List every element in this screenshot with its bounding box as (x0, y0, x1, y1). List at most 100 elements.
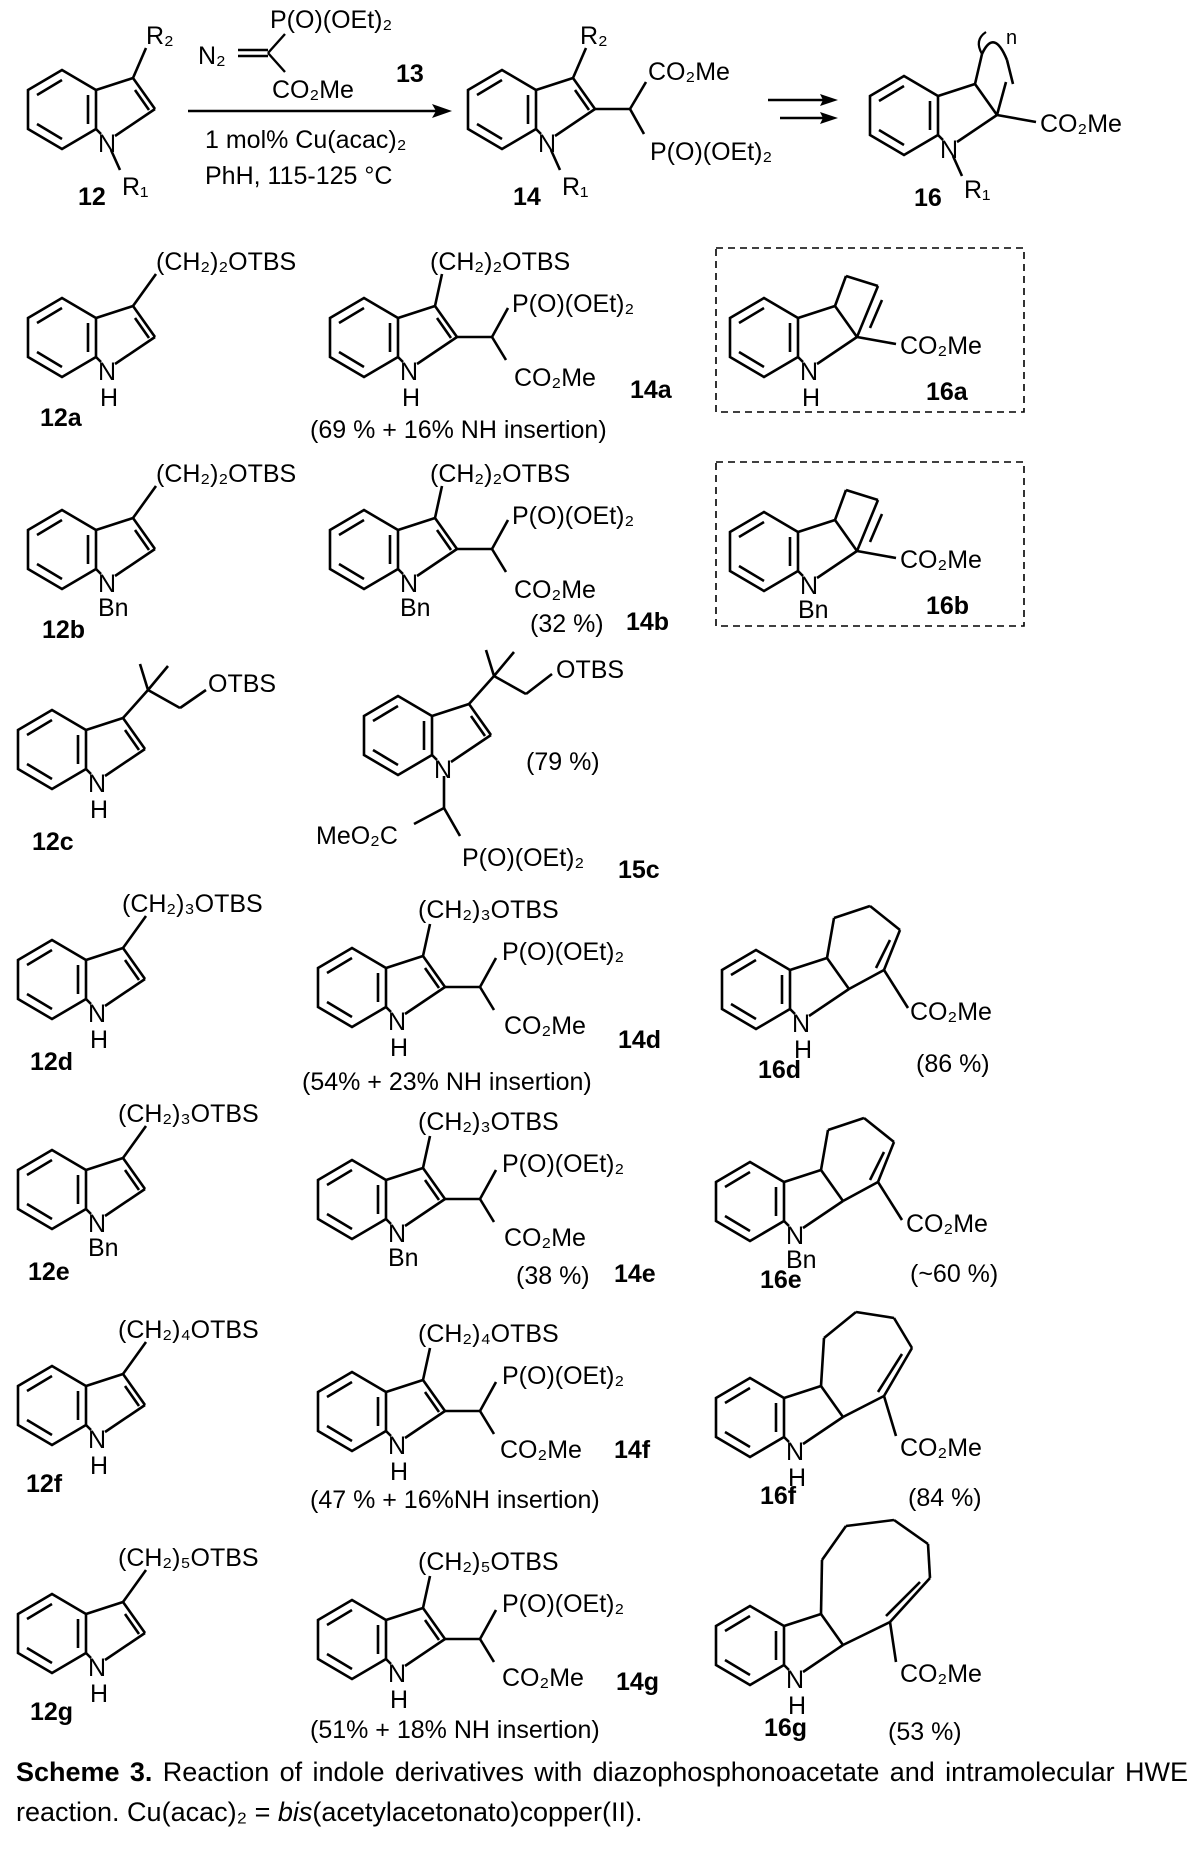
compound-14g: (CH₂)₅OTBS P(O)(OEt)₂ CO₂Me N H 14g (51%… (310, 1548, 659, 1744)
compound-number: 12g (30, 1698, 73, 1726)
compound-12f: (CH₂)₄OTBS N H 12f (16, 1316, 259, 1498)
phosphonate-label: P(O)(OEt)₂ (512, 502, 634, 530)
n-substituent: Bn (798, 596, 829, 624)
ester-label: CO₂Me (900, 546, 982, 574)
atom-n: N (88, 1000, 106, 1028)
compound-number: 14d (618, 1026, 661, 1054)
n-substituent: H (90, 1680, 108, 1708)
n-substituent: Bn (388, 1244, 419, 1272)
caption-label: Scheme 3. (16, 1757, 153, 1787)
compound-number: 16d (758, 1056, 801, 1084)
ester-label: CO₂Me (910, 998, 992, 1026)
compound-14d: (CH₂)₃OTBS P(O)(OEt)₂ CO₂Me N H 14d (54%… (302, 896, 661, 1096)
n-substituent: H (90, 1026, 108, 1054)
compound-number: 12d (30, 1048, 73, 1076)
compound-16a-box: N H CO₂Me 16a (715, 247, 1025, 413)
otbs-label: OTBS (556, 656, 624, 684)
compound-number: 16f (760, 1482, 797, 1510)
ester-label: MeO₂C (316, 822, 398, 850)
compound-12b: (CH₂)₂OTBS N Bn 12b (26, 460, 296, 644)
n-substituent: H (90, 796, 108, 824)
reaction-arrow-1 (188, 104, 452, 118)
condition-catalyst: 1 mol% Cu(acac)₂ (205, 126, 406, 154)
compound-number: 12a (40, 404, 83, 432)
compound-number: 16b (926, 592, 969, 620)
compound-number: 12b (42, 616, 85, 644)
compound-12d: (CH₂)₃OTBS N H 12d (16, 890, 263, 1076)
n-substituent: H (788, 1692, 806, 1720)
atom-n: N (792, 1010, 810, 1038)
phosphonate-label: P(O)(OEt)₂ (502, 1590, 624, 1618)
atom-n: N (88, 1426, 106, 1454)
compound-12a: (CH₂)₂OTBS N H 12a (26, 248, 296, 432)
compound-16d: N H CO₂Me 16d (86 %) (720, 904, 992, 1084)
phosphonate-label: P(O)(OEt)₂ (502, 1150, 624, 1178)
compound-16: N n CO₂Me R₁ 16 (868, 27, 1122, 212)
atom-n: N (800, 358, 818, 386)
reaction-arrow-2 (768, 94, 838, 124)
atom-n: N (98, 570, 116, 598)
compound-number: 12e (28, 1258, 70, 1286)
n-substituent: H (390, 1686, 408, 1714)
side-chain-label: (CH₂)₃OTBS (118, 1100, 259, 1128)
ester-label: CO₂Me (1040, 110, 1122, 138)
r1-label: R₁ (964, 176, 991, 204)
yield-label: (84 %) (908, 1484, 982, 1512)
compound-number: 12 (78, 183, 106, 211)
scheme-caption: Scheme 3. Reaction of indole derivatives… (16, 1752, 1188, 1832)
yield-label: (53 %) (888, 1718, 962, 1746)
r1-label: R₁ (562, 173, 589, 201)
atom-n: N (88, 1654, 106, 1682)
ring-size-label: n (1006, 27, 1017, 49)
yield-label: (86 %) (916, 1050, 990, 1078)
atom-n: N (400, 358, 418, 386)
compound-15c: OTBS N (79 %) MeO₂C P(O)(OEt)₂ 15c (316, 649, 660, 884)
side-chain-label: (CH₂)₅OTBS (418, 1548, 559, 1576)
n-substituent: H (794, 1036, 812, 1064)
compound-14b: (CH₂)₂OTBS P(O)(OEt)₂ CO₂Me N Bn (32 %) … (328, 460, 669, 638)
caption-text: Reaction of indole derivatives with diaz… (16, 1757, 1189, 1827)
phosphonate-label: P(O)(OEt)₂ (512, 290, 634, 318)
yield-label: (~60 %) (910, 1260, 998, 1288)
compound-14f: (CH₂)₄OTBS P(O)(OEt)₂ CO₂Me N H 14f (47 … (310, 1320, 651, 1514)
yield-label: (32 %) (530, 610, 604, 638)
atom-n: N (88, 1210, 106, 1238)
compound-number: 14g (616, 1668, 659, 1696)
side-chain-label: (CH₂)₃OTBS (122, 890, 263, 918)
phosphonate-label: P(O)(OEt)₂ (462, 844, 584, 872)
compound-number: 14e (614, 1260, 656, 1288)
reaction-scheme: N R₂ R₁ 12 P(O)(OEt)₂ N₂ CO₂Me 13 1 mol%… (16, 6, 1122, 1746)
compound-number: 12f (26, 1470, 63, 1498)
ester-label: CO₂Me (500, 1436, 582, 1464)
r2-label: R₂ (146, 22, 174, 50)
ester-label: CO₂Me (502, 1664, 584, 1692)
side-chain-label: (CH₂)₃OTBS (418, 896, 559, 924)
reagent-13: P(O)(OEt)₂ N₂ CO₂Me 13 (198, 6, 424, 104)
compound-number: 12c (32, 828, 74, 856)
n-substituent: H (788, 1464, 806, 1492)
compound-number: 16g (764, 1714, 807, 1742)
atom-n: N (388, 1220, 406, 1248)
compound-number: 14a (630, 376, 673, 404)
compound-12g: (CH₂)₅OTBS N H 12g (16, 1544, 259, 1726)
atom-n: N (98, 358, 116, 386)
compound-16b-box: N Bn CO₂Me 16b (715, 461, 1025, 627)
n-substituent: H (90, 1452, 108, 1480)
n-substituent: Bn (98, 594, 129, 622)
atom-n: N (434, 756, 452, 784)
n-substituent: Bn (88, 1234, 119, 1262)
side-chain-label: (CH₂)₅OTBS (118, 1544, 259, 1572)
ester-label: CO₂Me (514, 364, 596, 392)
compound-14: N R₂ CO₂Me P(O)(OEt)₂ R₁ 14 (466, 22, 772, 211)
ester-label: CO₂Me (900, 1660, 982, 1688)
ester-label: CO₂Me (900, 332, 982, 360)
atom-n: N (98, 130, 116, 158)
side-chain-label: (CH₂)₂OTBS (156, 248, 296, 276)
n-substituent: H (100, 384, 118, 412)
side-chain-label: (CH₂)₄OTBS (418, 1320, 559, 1348)
yield-label: (51% + 18% NH insertion) (310, 1716, 600, 1744)
compound-number: 16 (914, 184, 942, 212)
atom-n: N (800, 572, 818, 600)
atom-n: N (786, 1438, 804, 1466)
n-substituent: H (402, 384, 420, 412)
